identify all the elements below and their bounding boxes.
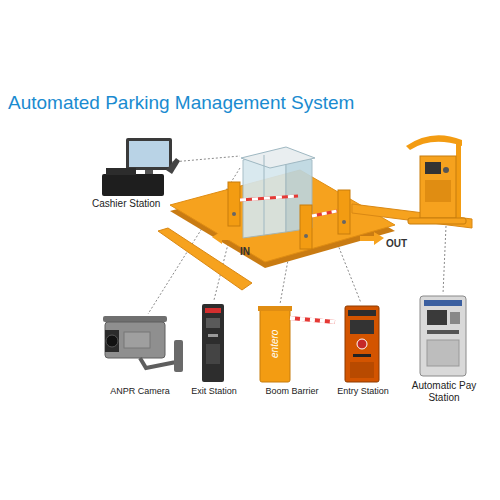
direction-label: OUT	[386, 238, 422, 250]
pay-header	[424, 300, 462, 306]
kiosk-canopy	[406, 135, 462, 150]
out-arrow	[360, 232, 384, 245]
pay-screen	[427, 310, 447, 325]
exit-slot	[208, 334, 218, 337]
device-label: Entry Station	[330, 386, 396, 396]
parking-lane-picture	[158, 147, 472, 290]
lane-bar	[158, 228, 252, 290]
exit-panel	[206, 344, 220, 364]
camera-mount	[174, 340, 183, 372]
kiosk-base	[408, 218, 466, 224]
direction-label: IN	[240, 246, 264, 258]
entry-screen	[350, 320, 374, 334]
keyboard	[106, 168, 136, 175]
entry-panel	[350, 362, 374, 378]
booth-roof	[241, 147, 315, 168]
brand-mark: entero	[269, 314, 281, 374]
exit-station-picture	[202, 304, 224, 382]
entry-button	[357, 339, 367, 349]
entry-station-picture	[345, 306, 379, 382]
leader-line	[443, 226, 446, 294]
pay-body	[420, 296, 466, 376]
device-label: ANPR Camera	[100, 386, 180, 396]
barrier-arm	[240, 196, 298, 200]
barrier-housing	[260, 308, 290, 382]
monitor	[126, 138, 172, 170]
device-label: Cashier Station	[92, 198, 182, 210]
cashier-station-picture	[102, 138, 180, 196]
pillar	[300, 205, 312, 249]
pillar	[338, 190, 350, 234]
barrier-arm	[312, 211, 337, 216]
in-arrow	[212, 231, 236, 244]
kiosk-post	[456, 142, 461, 218]
cash-drawer	[102, 174, 164, 196]
exit-screen	[206, 318, 220, 328]
device-label: Boom Barrier	[258, 386, 326, 396]
kiosk-screen	[425, 162, 441, 174]
camera-panel	[124, 332, 150, 348]
entry-slot	[353, 354, 371, 357]
booth-frame	[264, 155, 265, 235]
scanner	[166, 158, 180, 174]
pay-panel	[427, 340, 459, 366]
entry-strip	[348, 310, 376, 316]
camera-lens-face	[105, 330, 119, 352]
exit-body	[202, 304, 224, 382]
leader-line	[172, 156, 240, 162]
pay-slot	[427, 330, 459, 334]
pillar-light	[342, 220, 346, 224]
entry-body	[345, 306, 379, 382]
camera-bracket	[140, 352, 176, 368]
device-label: Exit Station	[184, 386, 244, 396]
camera-housing	[105, 322, 165, 358]
camera-hood	[103, 316, 167, 322]
anpr-camera-picture	[103, 316, 183, 372]
kiosk-panel	[425, 180, 451, 202]
barrier-boom	[290, 318, 335, 322]
automatic-pay-station-picture	[420, 296, 466, 376]
kiosk-button	[443, 167, 449, 173]
camera-lens	[106, 335, 118, 347]
device-label: Automatic Pay Station	[406, 380, 482, 403]
diagram-title: Automated Parking Management System	[8, 92, 354, 114]
boom-barrier-picture	[258, 306, 335, 382]
barrier-arm	[240, 196, 298, 200]
screen	[129, 141, 169, 167]
pillar-light	[304, 234, 308, 238]
pay-kiosk-picture	[406, 135, 466, 224]
leader-line	[336, 240, 361, 303]
pillar	[228, 182, 240, 226]
kiosk-body	[420, 156, 456, 218]
exit-strip	[205, 308, 221, 313]
pillar-light	[232, 212, 236, 216]
barrier-cap	[258, 306, 292, 311]
barrier-boom	[290, 318, 335, 322]
pay-keypad	[450, 312, 460, 324]
barrier-arm	[312, 211, 337, 216]
